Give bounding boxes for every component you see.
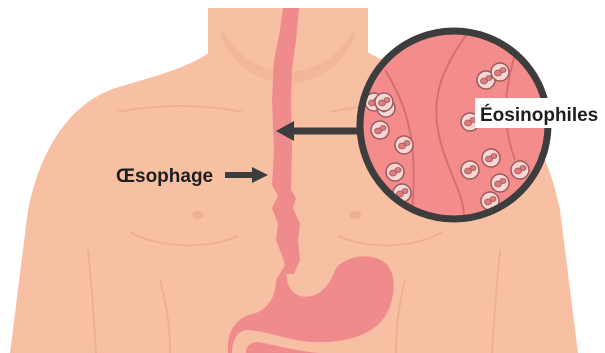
eosinophil-cell	[371, 121, 389, 139]
eosinophils-label: Éosinophiles	[480, 104, 598, 126]
eosinophil-cell	[491, 174, 509, 192]
eosinophil-cell	[491, 63, 509, 81]
eosinophil-cell	[386, 163, 404, 181]
eosinophil-cell	[511, 161, 529, 179]
esophagus-label: Œsophage	[116, 166, 213, 187]
eosinophil-cell	[395, 136, 413, 154]
nipple-left	[192, 211, 204, 219]
eosinophil-cell	[461, 161, 479, 179]
eosinophil-cell	[482, 149, 500, 167]
nipple-right	[349, 211, 361, 219]
eosinophil-cell	[375, 93, 393, 111]
